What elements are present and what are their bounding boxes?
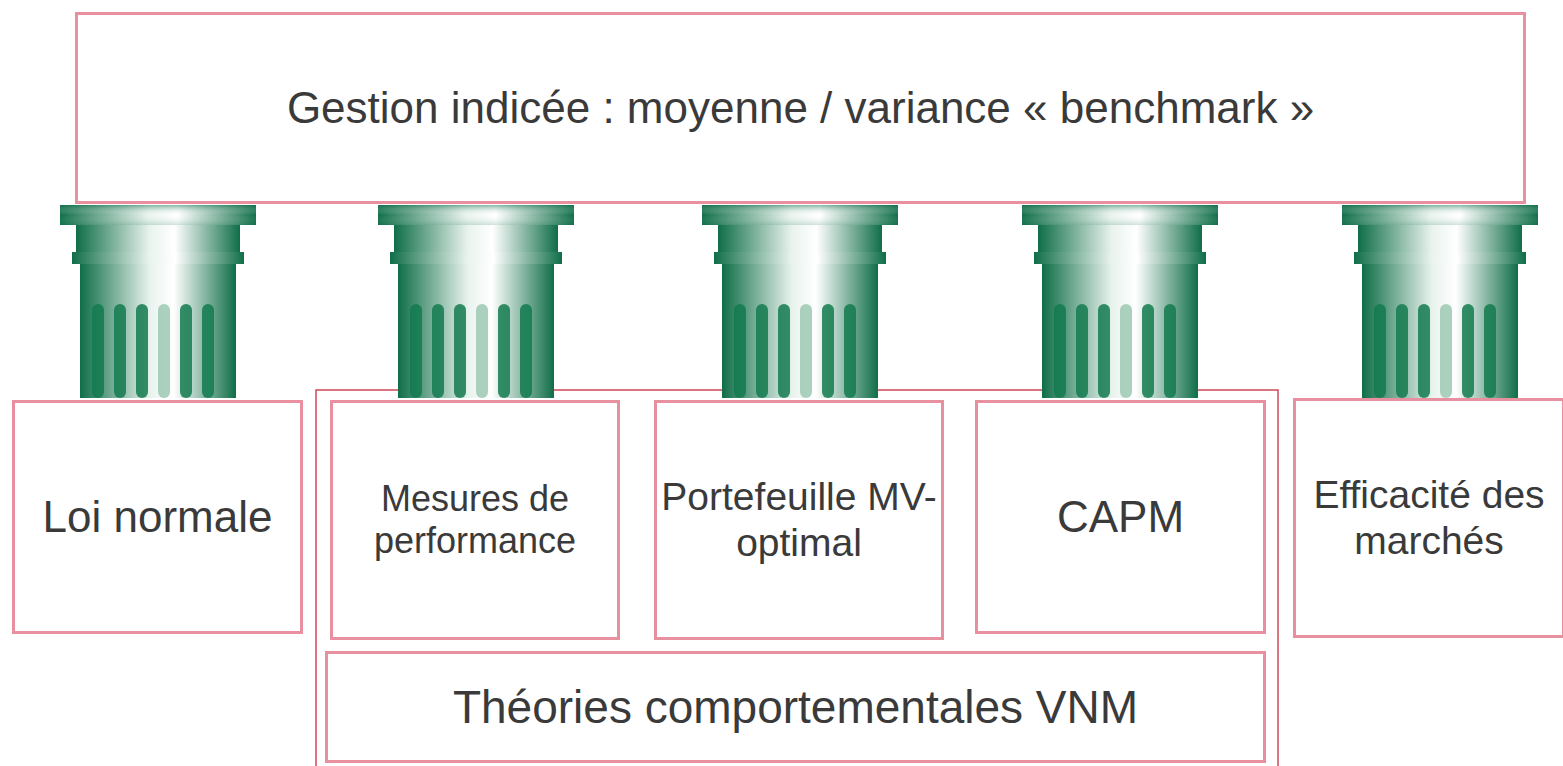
text-box: Gestion indicée : moyenne / variance « b… [75,12,1526,204]
box-label: CAPM [1053,491,1188,543]
text-box: Loi normale [12,400,303,634]
pillar [60,205,256,398]
text-box: Efficacité des marchés [1293,398,1563,638]
box-label: Théories comportementales VNM [449,680,1142,734]
box-label: Efficacité des marchés [1296,472,1562,564]
text-box: Mesures de performance [330,400,620,640]
group-outline [316,390,1278,766]
box-label: Loi normale [39,491,277,543]
text-box: Théories comportementales VNM [325,651,1266,763]
text-box: CAPM [975,400,1266,634]
box-label: Mesures de performance [333,478,617,563]
box-label: Gestion indicée : moyenne / variance « b… [283,82,1318,134]
pillar [1342,205,1538,398]
pillar [702,205,898,398]
pillar [378,205,574,398]
pillar [1022,205,1218,398]
text-box: Portefeuille MV-optimal [654,400,944,640]
box-label: Portefeuille MV-optimal [657,474,941,566]
